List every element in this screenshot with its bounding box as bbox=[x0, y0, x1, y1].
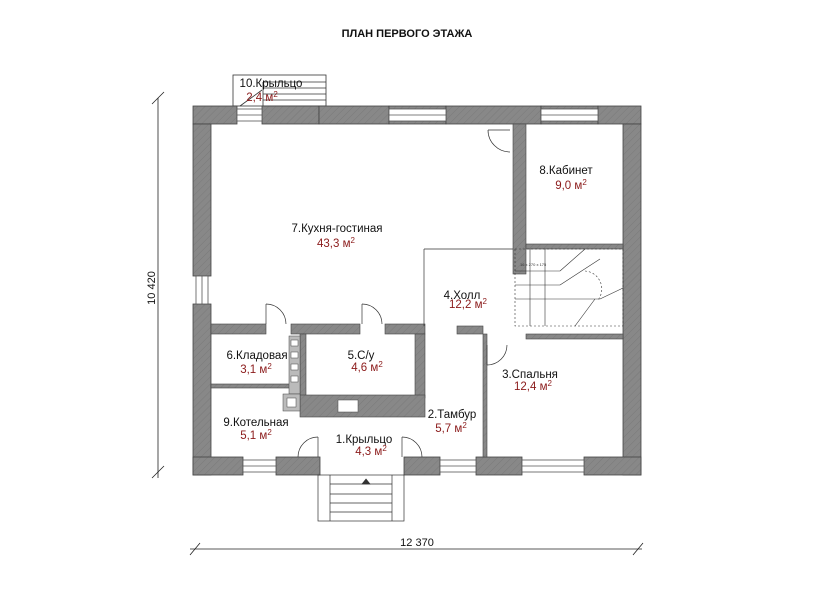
stair bbox=[514, 248, 624, 327]
room-9-name: 9.Котельная bbox=[223, 417, 288, 429]
room-8-area: 9,0 м2 bbox=[555, 178, 587, 192]
room-3-name: 3.Спальня bbox=[502, 369, 558, 381]
chimney bbox=[282, 335, 359, 413]
room-10-area: 2,4 м2 bbox=[246, 90, 278, 104]
room-5-area: 4,6 м2 bbox=[351, 360, 383, 374]
room-7-name: 7.Кухня-гостиная bbox=[292, 223, 383, 235]
doors bbox=[265, 129, 513, 458]
windows bbox=[195, 108, 599, 473]
stair-note: 16 x 270 x 175 bbox=[520, 262, 547, 267]
height-dimension: 10 420 bbox=[146, 271, 158, 305]
room-2-name: 2.Тамбур bbox=[428, 409, 477, 421]
plan-title: ПЛАН ПЕРВОГО ЭТАЖА bbox=[342, 28, 473, 40]
room-10-name: 10.Крыльцо bbox=[240, 78, 303, 90]
rear-porch bbox=[232, 74, 327, 107]
room-4-area: 12,2 м2 bbox=[449, 297, 488, 311]
room-labels: 7.Кухня-гостиная 43,3 м2 8.Кабинет 9,0 м… bbox=[223, 78, 593, 458]
room-7-area: 43,3 м2 bbox=[317, 236, 356, 250]
room-3-area: 12,4 м2 bbox=[514, 379, 553, 393]
room-5-name: 5.С/у bbox=[348, 350, 375, 362]
room-2-area: 5,7 м2 bbox=[435, 421, 467, 435]
room-9-area: 5,1 м2 bbox=[240, 428, 272, 442]
room-8-name: 8.Кабинет bbox=[539, 165, 593, 177]
room-1-name: 1.Крыльцо bbox=[336, 434, 393, 446]
dimension-lines bbox=[151, 91, 644, 556]
room-4-name: 4.Холл bbox=[444, 290, 481, 302]
room-1-area: 4,3 м2 bbox=[355, 444, 387, 458]
front-steps bbox=[317, 474, 405, 522]
width-dimension: 12 370 bbox=[400, 537, 434, 549]
room-6-name: 6.Кладовая bbox=[226, 350, 287, 362]
room-6-area: 3,1 м2 bbox=[240, 362, 272, 376]
